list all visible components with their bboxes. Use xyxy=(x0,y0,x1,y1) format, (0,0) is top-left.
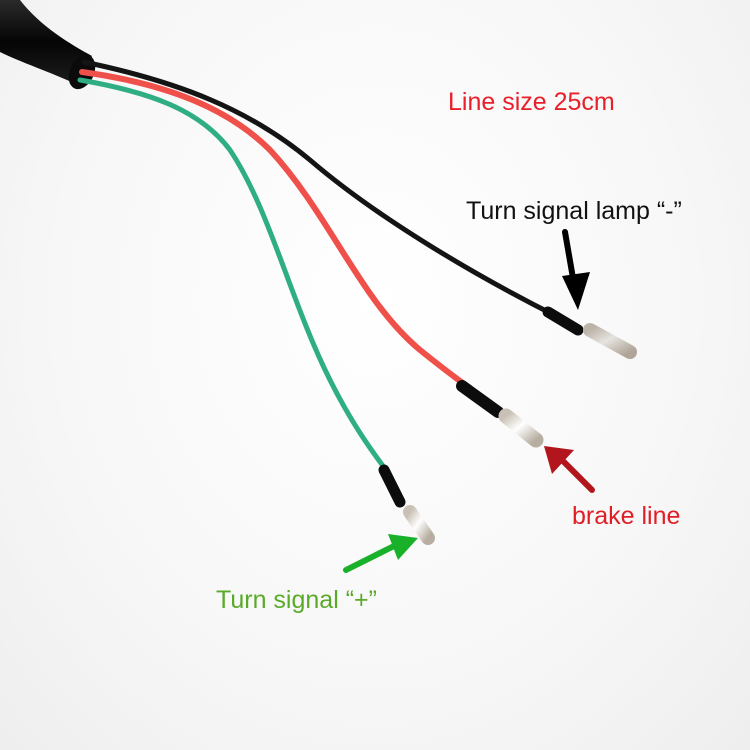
green-bullet-connector xyxy=(403,505,435,545)
red-bullet-connector xyxy=(498,408,544,448)
turn-signal-label: Turn signal “+” xyxy=(216,586,377,614)
turn-signal-lamp-label: Turn signal lamp “-” xyxy=(466,197,682,225)
black-heat-shrink xyxy=(542,306,584,336)
black-bullet-connector xyxy=(583,323,637,359)
red-wire xyxy=(79,69,473,391)
cable-sheath xyxy=(0,0,92,84)
arrow-brake-icon xyxy=(544,446,595,493)
green-heat-shrink xyxy=(378,464,406,508)
line-size-label: Line size 25cm xyxy=(448,88,615,116)
red-heat-shrink xyxy=(456,380,504,418)
arrow-turn-icon xyxy=(343,534,418,573)
black-wire xyxy=(81,59,563,321)
brake-line-label: brake line xyxy=(572,502,681,530)
arrow-lamp-icon xyxy=(562,229,590,310)
green-wire xyxy=(77,77,389,473)
